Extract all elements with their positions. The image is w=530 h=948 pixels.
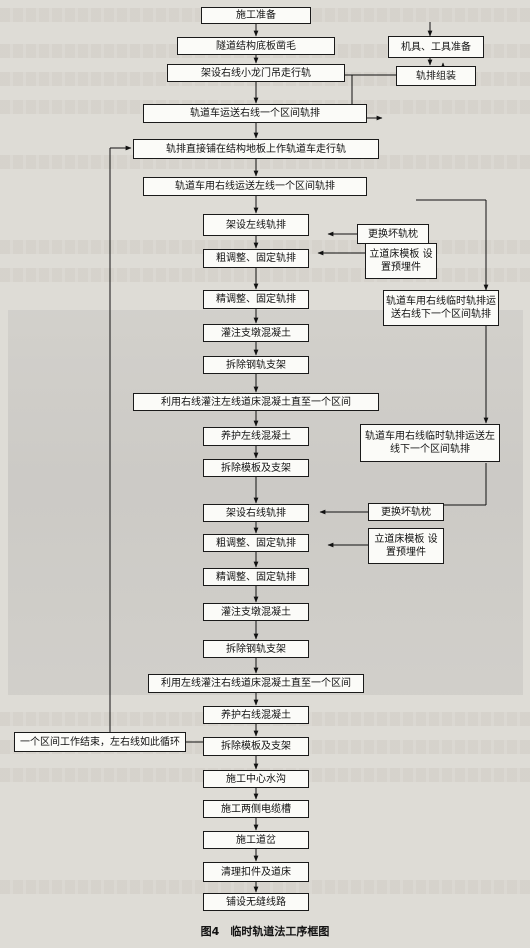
step-label: 精调整、固定轨排 [216,571,296,583]
step-label: 拆除模板及支架 [221,462,291,474]
background-photo [8,310,523,695]
step-center-drain: 施工中心水沟 [203,770,309,788]
step-erect-right: 架设右线轨排 [203,504,309,522]
side-label: 机具、工具准备 [401,41,471,53]
side-loop-note: 一个区间工作结束，左右线如此循环 [14,732,186,752]
side-label: 轨道车用右线临时轨排运送右线下一个区间轨排 [386,296,496,320]
step-label: 利用右线灌注左线道床混凝土直至一个区间 [161,396,351,408]
side-label: 更换坏轨枕 [381,506,431,518]
side-temp-transport-right: 轨道车用右线临时轨排运送右线下一个区间轨排 [383,290,499,326]
step-label: 养护左线混凝土 [221,431,291,442]
side-label: 立道床模板 设置预埋件 [374,534,438,558]
step-label: 施工准备 [236,10,276,21]
step-label: 轨道车用右线运送左线一个区间轨排 [175,181,335,192]
step-label: 拆除模板及支架 [221,741,291,752]
step-remove-bracket-2: 拆除钢轨支架 [203,640,309,658]
step-fine-adjust-2: 精调整、固定轨排 [203,568,309,586]
step-remove-bracket-1: 拆除钢轨支架 [203,356,309,374]
step-cable-trough: 施工两侧电缆槽 [203,800,309,818]
step-label: 粗调整、固定轨排 [216,537,296,549]
step-label: 灌注支墩混凝土 [221,606,291,618]
step-pour-right-bed: 利用左线灌注右线道床混凝土直至一个区间 [148,674,364,693]
step-label: 架设右线轨排 [226,507,286,519]
side-replace-sleeper-1: 更换坏轨枕 [357,224,429,244]
step-label: 隧道结构底板凿毛 [216,40,296,52]
background-text-line [0,880,530,894]
step-rough-adjust-2: 粗调整、固定轨排 [203,534,309,552]
step-turnout: 施工道岔 [203,831,309,849]
step-pour-left-bed: 利用右线灌注左线道床混凝土直至一个区间 [133,393,379,411]
side-formwork-2: 立道床模板 设置预埋件 [368,528,444,564]
side-label: 一个区间工作结束，左右线如此循环 [20,736,180,748]
side-track-assembly: 轨排组装 [396,66,476,86]
side-tools-prep: 机具、工具准备 [388,36,484,58]
step-label: 轨排直接铺在结构地板上作轨道车走行轨 [166,143,346,155]
step-label: 清理扣件及道床 [221,866,291,878]
step-label: 施工道岔 [236,834,276,846]
step-pour-pier-1: 灌注支墩混凝土 [203,324,309,342]
step-label: 轨道车运送右线一个区间轨排 [190,108,320,119]
step-label: 利用左线灌注右线道床混凝土直至一个区间 [161,678,351,689]
step-erect-left: 架设左线轨排 [203,214,309,236]
step-transport-right: 轨道车运送右线一个区间轨排 [143,104,367,123]
side-formwork-1: 立道床模板 设置预埋件 [365,243,437,279]
step-remove-formwork-1: 拆除模板及支架 [203,459,309,477]
step-pour-pier-2: 灌注支墩混凝土 [203,603,309,621]
step-label: 养护右线混凝土 [221,709,291,721]
step-rough-adjust-1: 粗调整、固定轨排 [203,249,309,268]
step-clean-fastener: 清理扣件及道床 [203,862,309,882]
side-label: 轨排组装 [416,70,456,82]
background-text-line [0,155,530,169]
step-label: 施工两侧电缆槽 [221,803,291,815]
step-label: 拆除钢轨支架 [226,359,286,371]
step-floor-roughening: 隧道结构底板凿毛 [177,37,335,55]
step-transport-left: 轨道车用右线运送左线一个区间轨排 [143,177,367,196]
step-lay-direct: 轨排直接铺在结构地板上作轨道车走行轨 [133,139,379,159]
step-fine-adjust-1: 精调整、固定轨排 [203,290,309,309]
side-label: 立道床模板 设置预埋件 [369,249,433,273]
side-replace-sleeper-2: 更换坏轨枕 [368,503,444,521]
step-label: 架设左线轨排 [226,219,286,231]
step-remove-formwork-2: 拆除模板及支架 [203,737,309,756]
side-label: 更换坏轨枕 [368,228,418,240]
step-label: 粗调整、固定轨排 [216,253,296,264]
step-cwr: 铺设无缝线路 [203,893,309,911]
step-label: 铺设无缝线路 [226,896,286,908]
figure-caption: 图4 临时轨道法工序框图 [200,925,330,938]
step-label: 灌注支墩混凝土 [221,327,291,339]
step-cure-left: 养护左线混凝土 [203,427,309,446]
side-label: 轨道车用右线临时轨排运送左线下一个区间轨排 [365,431,495,455]
step-label: 架设右线小龙门吊走行轨 [201,67,311,79]
step-gantry-rail: 架设右线小龙门吊走行轨 [167,64,345,82]
step-label: 拆除钢轨支架 [226,643,286,655]
step-cure-right: 养护右线混凝土 [203,706,309,724]
side-temp-transport-left: 轨道车用右线临时轨排运送左线下一个区间轨排 [360,424,500,462]
step-label: 精调整、固定轨排 [216,294,296,305]
step-label: 施工中心水沟 [226,773,286,785]
step-construction-prep: 施工准备 [201,7,311,24]
